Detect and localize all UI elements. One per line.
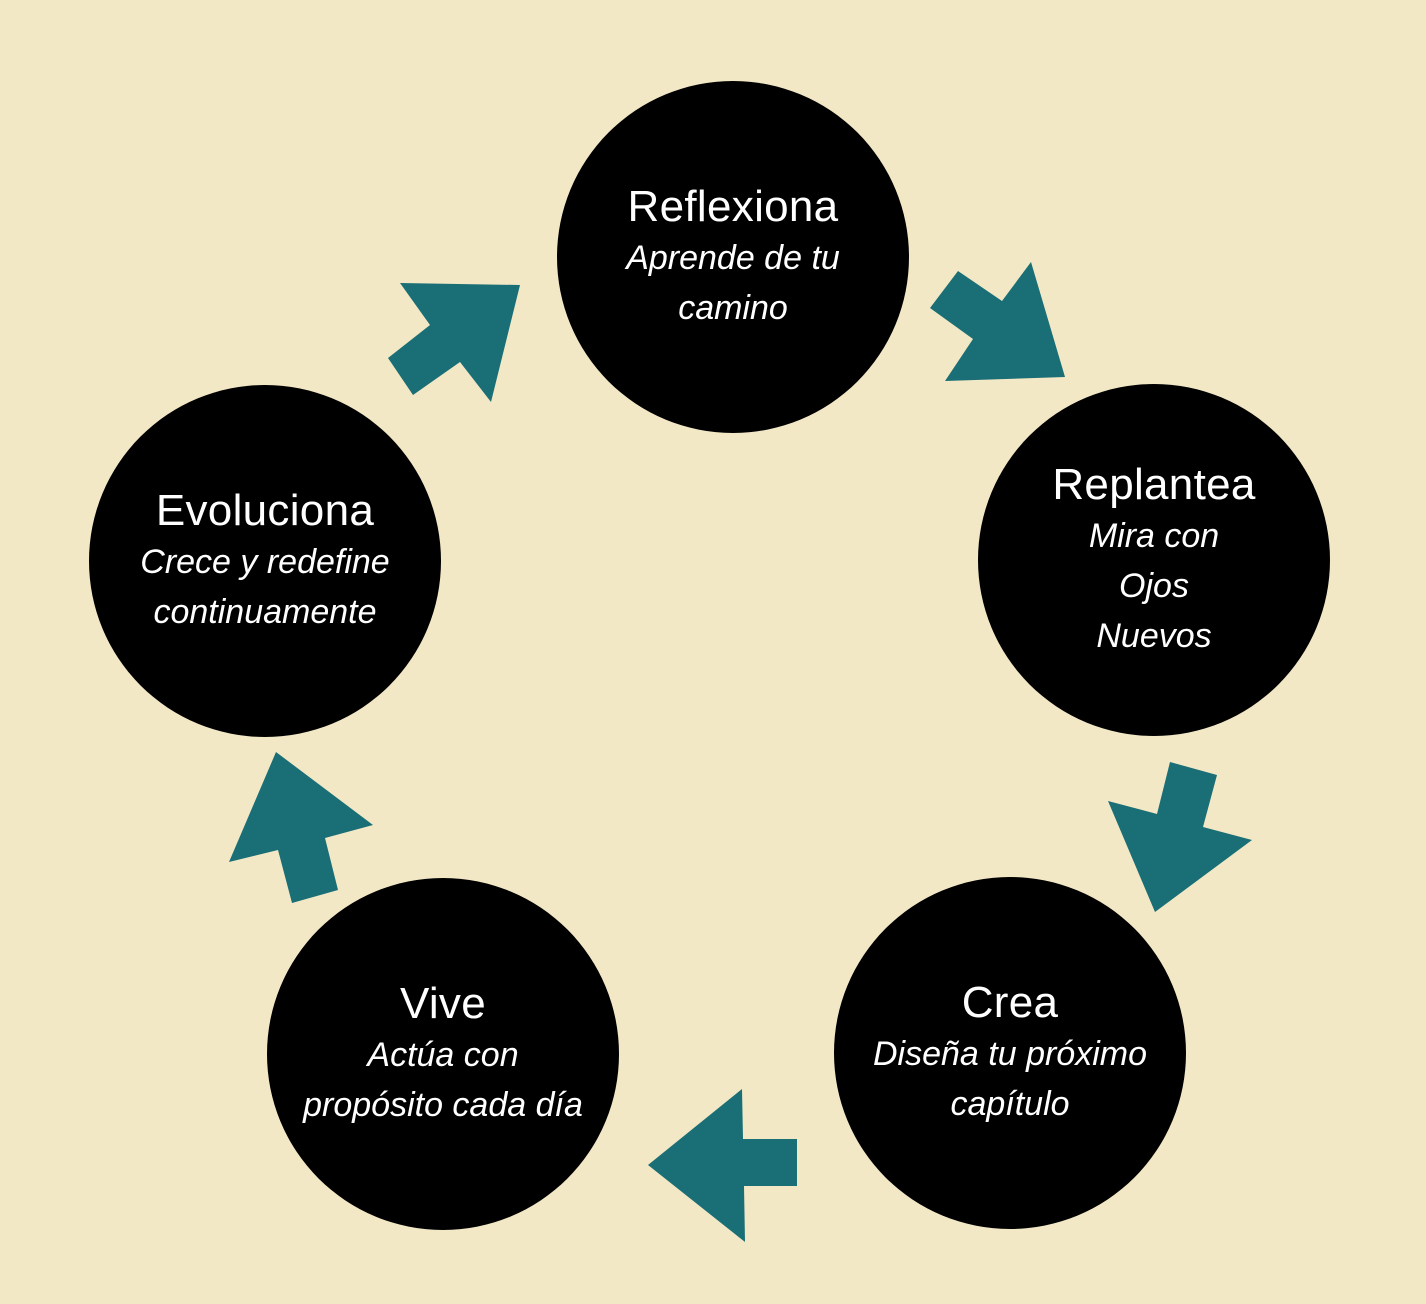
arrow-crea-to-vive bbox=[648, 1089, 797, 1242]
node-title: Evoluciona bbox=[155, 486, 375, 535]
node-subtitle: Aprende de tu camino bbox=[626, 239, 840, 327]
node-title: Vive bbox=[400, 979, 486, 1028]
node-title: Reflexiona bbox=[627, 182, 839, 231]
arrow-reflexiona-to-replantea bbox=[930, 262, 1065, 381]
arrow-vive-to-evoluciona bbox=[229, 752, 373, 903]
node-subtitle: Crece y redefine continuamente bbox=[140, 543, 390, 631]
node-title: Replantea bbox=[1052, 460, 1256, 509]
node-evoluciona: Evoluciona Crece y redefine continuament… bbox=[89, 385, 441, 737]
node-title: Crea bbox=[961, 978, 1059, 1027]
node-vive: Vive Actúa con propósito cada día bbox=[267, 878, 619, 1230]
arrow-evoluciona-to-reflexiona bbox=[388, 283, 520, 402]
node-crea: Crea Diseña tu próximo capítulo bbox=[834, 877, 1186, 1229]
node-subtitle: Diseña tu próximo capítulo bbox=[872, 1035, 1147, 1123]
node-subtitle: Mira con Ojos Nuevos bbox=[1088, 517, 1220, 655]
arrow-replantea-to-crea bbox=[1108, 762, 1252, 912]
node-replantea: Replantea Mira con Ojos Nuevos bbox=[978, 384, 1330, 736]
node-subtitle: Actúa con propósito cada día bbox=[303, 1036, 583, 1124]
node-reflexiona: Reflexiona Aprende de tu camino bbox=[557, 81, 909, 433]
